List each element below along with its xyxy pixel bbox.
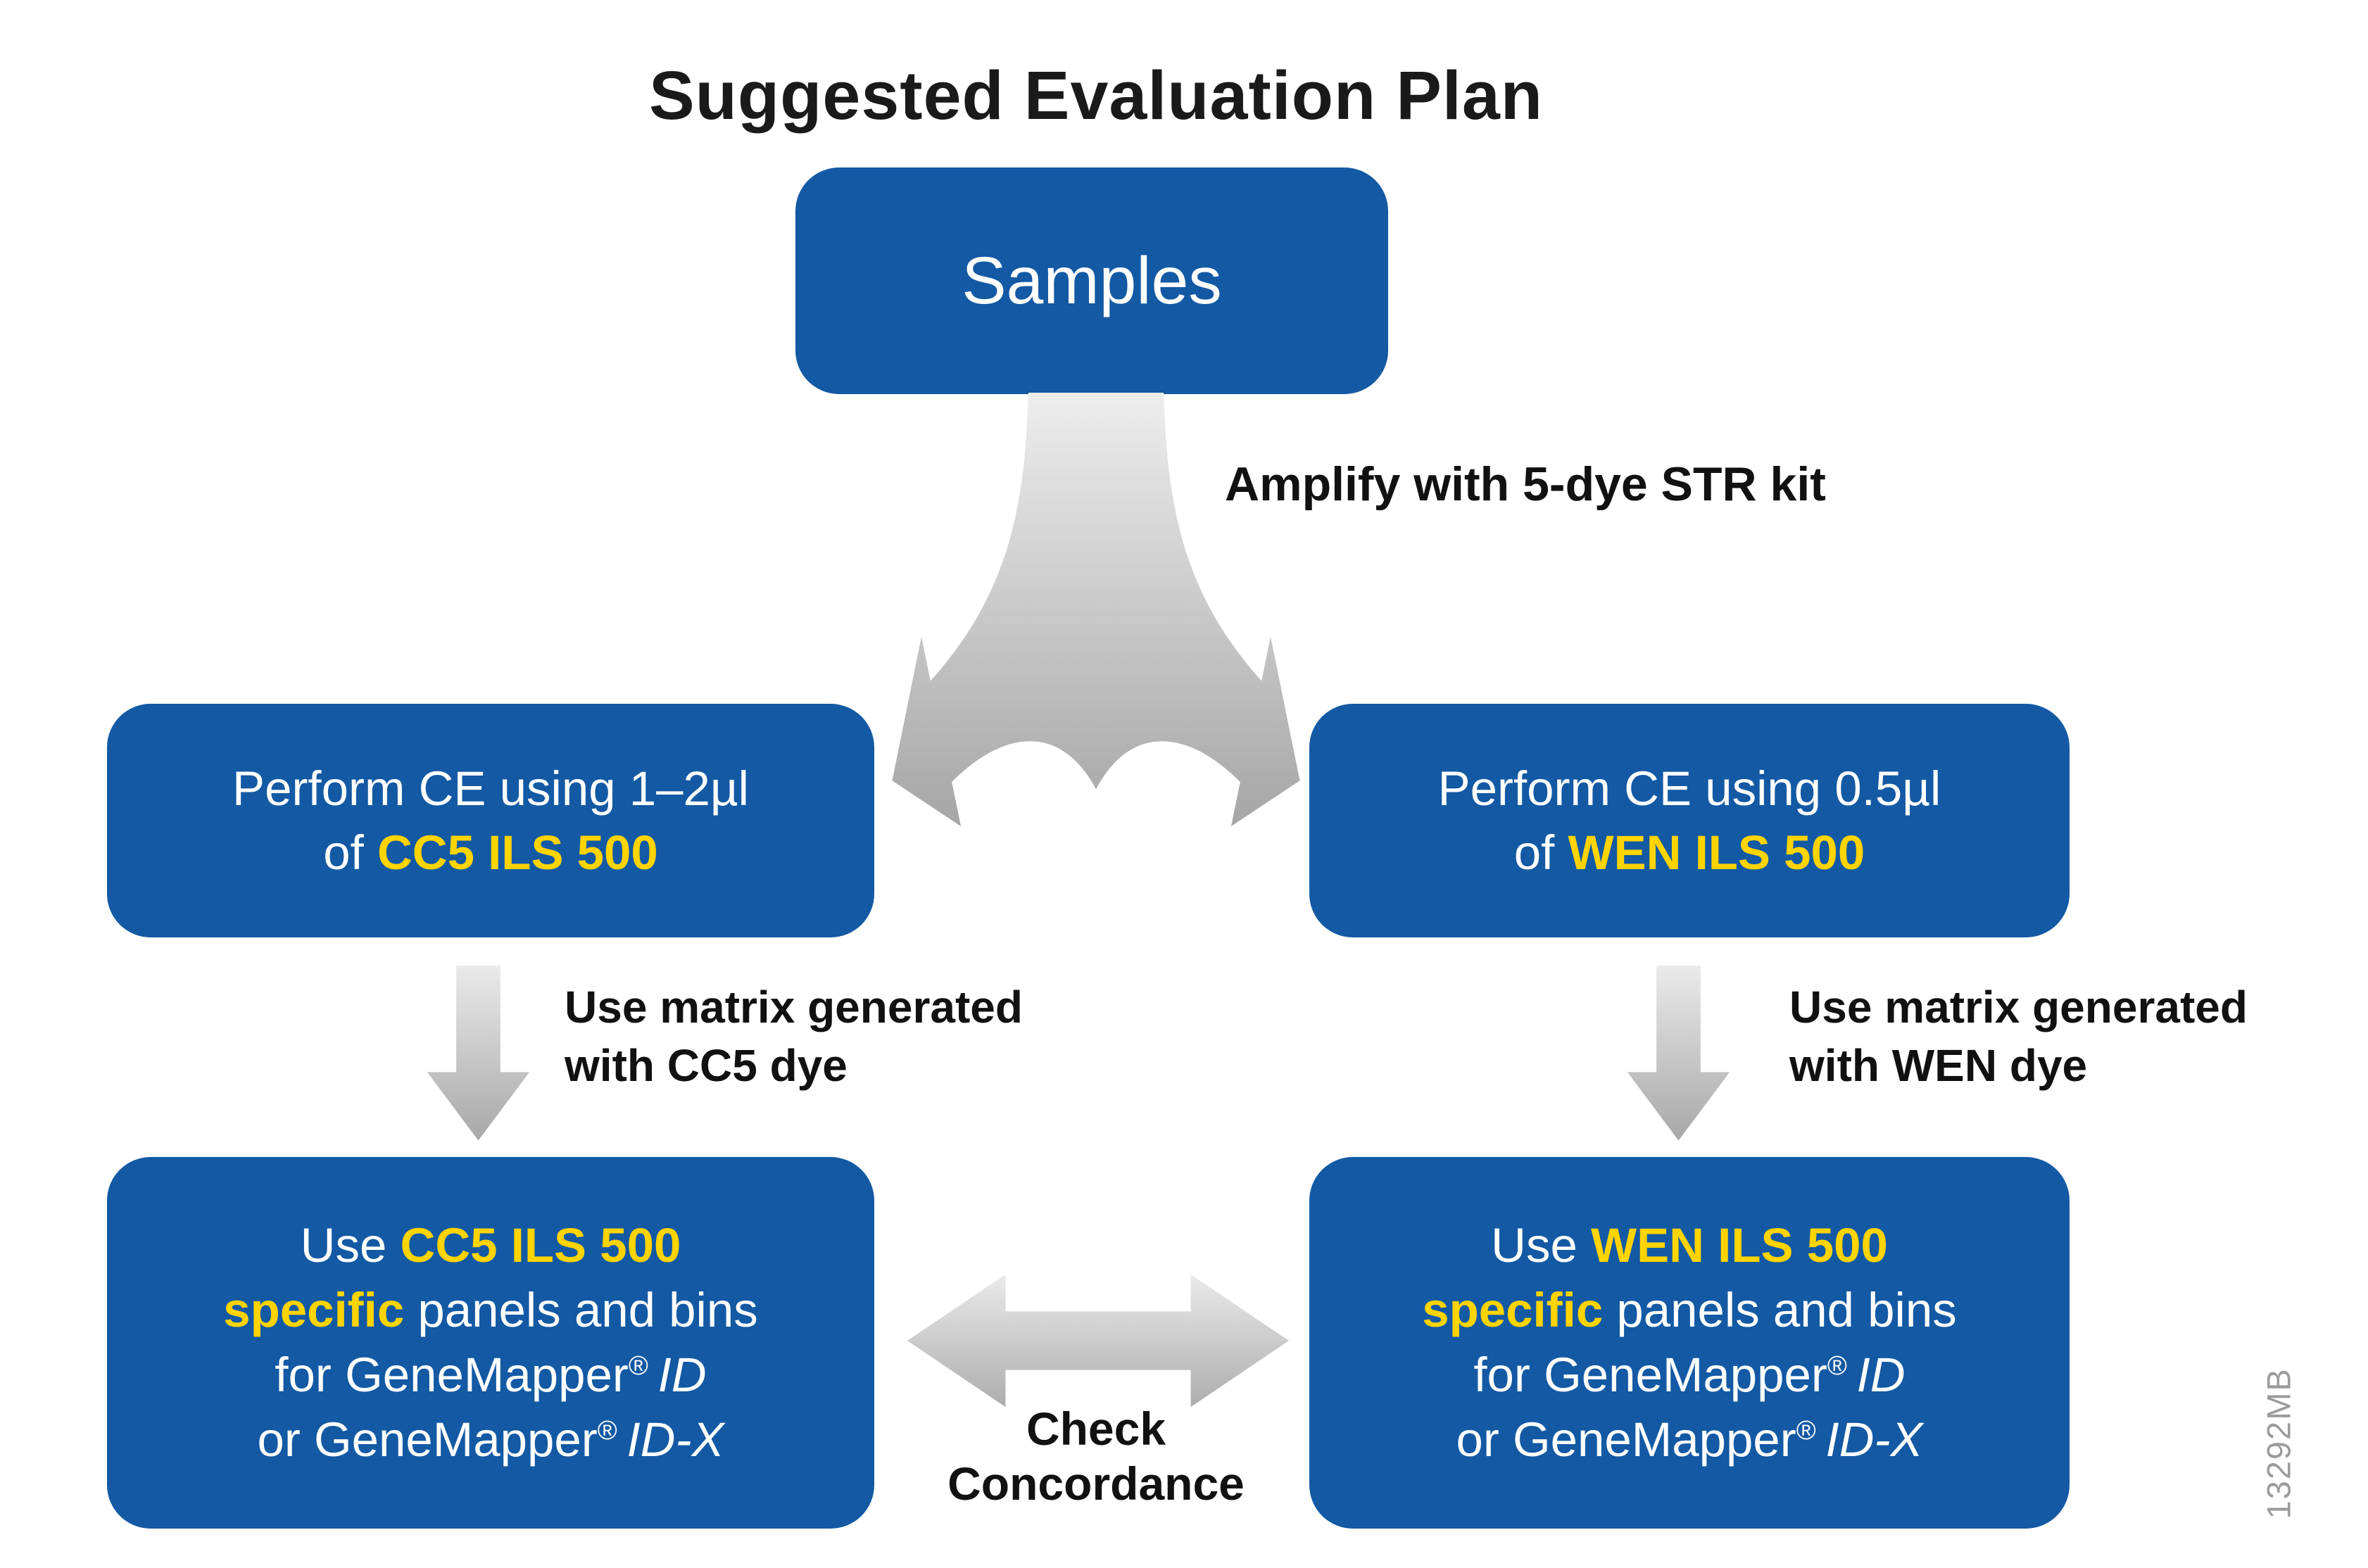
panels-wen-specific: specific [1422,1283,1604,1338]
panels-cc5-specific: specific [223,1283,405,1338]
registered-mark-icon: ® [597,1415,617,1446]
samples-label: Samples [962,243,1222,318]
matrix-label-wen: Use matrix generated with WEN dye [1789,978,2248,1095]
split-arrow-icon [892,393,1300,826]
panels-wen-id: ID [1856,1348,1906,1402]
panels-cc5-line2: specific panels and bins [107,1278,874,1343]
ce-wen-of: of [1513,826,1568,880]
down-arrow-right-icon [1627,966,1730,1141]
panels-cc5-line4: or GeneMapper® ID-X [107,1408,874,1472]
ce-cc5-of: of [323,826,377,880]
panels-wen-rest: panels and bins [1603,1283,1957,1338]
check-line2: Concordance [947,1457,1245,1510]
ce-box-cc5: Perform CE using 1–2µl of CC5 ILS 500 [107,704,874,937]
matrix-wen-line1: Use matrix generated [1789,982,2248,1032]
panels-box-cc5: Use CC5 ILS 500 specific panels and bins… [107,1157,874,1529]
matrix-wen-line2: with WEN dye [1789,1040,2088,1092]
ce-wen-ils: WEN ILS 500 [1568,826,1865,880]
panels-wen-gm2: or GeneMapper [1456,1412,1796,1467]
down-arrow-left-icon [427,966,530,1141]
ce-cc5-ils: CC5 ILS 500 [377,826,658,880]
panels-box-wen: Use WEN ILS 500 specific panels and bins… [1309,1157,2070,1529]
panels-wen-line3: for GeneMapper® ID [1309,1343,2070,1408]
panels-wen-use: Use [1491,1218,1592,1273]
diagram-title: Suggested Evaluation Plan [648,57,1544,134]
matrix-cc5-line1: Use matrix generated [565,982,1023,1032]
double-arrow-icon [907,1274,1290,1408]
panels-cc5-ils: CC5 ILS 500 [400,1218,681,1273]
panels-cc5-use: Use [300,1218,401,1273]
check-concordance-label: Check Concordance [947,1402,1245,1512]
ce-cc5-line2: of CC5 ILS 500 [107,821,874,885]
amplify-label: Amplify with 5-dye STR kit [1225,457,1826,511]
matrix-cc5-line2: with CC5 dye [565,1040,848,1092]
ce-box-wen: Perform CE using 0.5µl of WEN ILS 500 [1309,704,2070,937]
panels-cc5-id: ID [657,1348,707,1402]
panels-cc5-line1: Use CC5 ILS 500 [107,1213,874,1278]
panels-wen-line4: or GeneMapper® ID-X [1309,1408,2070,1472]
ce-cc5-line1: Perform CE using 1–2µl [232,761,749,816]
panels-wen-ils: WEN ILS 500 [1591,1218,1888,1273]
panels-cc5-line3: for GeneMapper® ID [107,1343,874,1408]
samples-box: Samples [795,167,1388,394]
check-line1: Check [1026,1403,1166,1455]
figure-code: 13292MB [2260,1367,2298,1519]
panels-wen-line1: Use WEN ILS 500 [1309,1213,2070,1278]
panels-cc5-idx: ID-X [626,1412,724,1467]
ce-wen-line2: of WEN ILS 500 [1309,821,2070,885]
panels-cc5-rest: panels and bins [404,1283,758,1338]
ce-wen-line1: Perform CE using 0.5µl [1437,761,1941,816]
panels-wen-line2: specific panels and bins [1309,1278,2070,1343]
panels-wen-gm1: for GeneMapper [1473,1348,1827,1402]
registered-mark-icon: ® [628,1351,648,1381]
matrix-label-cc5: Use matrix generated with CC5 dye [565,978,1023,1095]
panels-cc5-gm2: or GeneMapper [257,1412,598,1467]
registered-mark-icon: ® [1827,1351,1847,1381]
panels-cc5-gm1: for GeneMapper [275,1348,629,1402]
registered-mark-icon: ® [1796,1415,1816,1446]
panels-wen-idx: ID-X [1825,1412,1923,1467]
